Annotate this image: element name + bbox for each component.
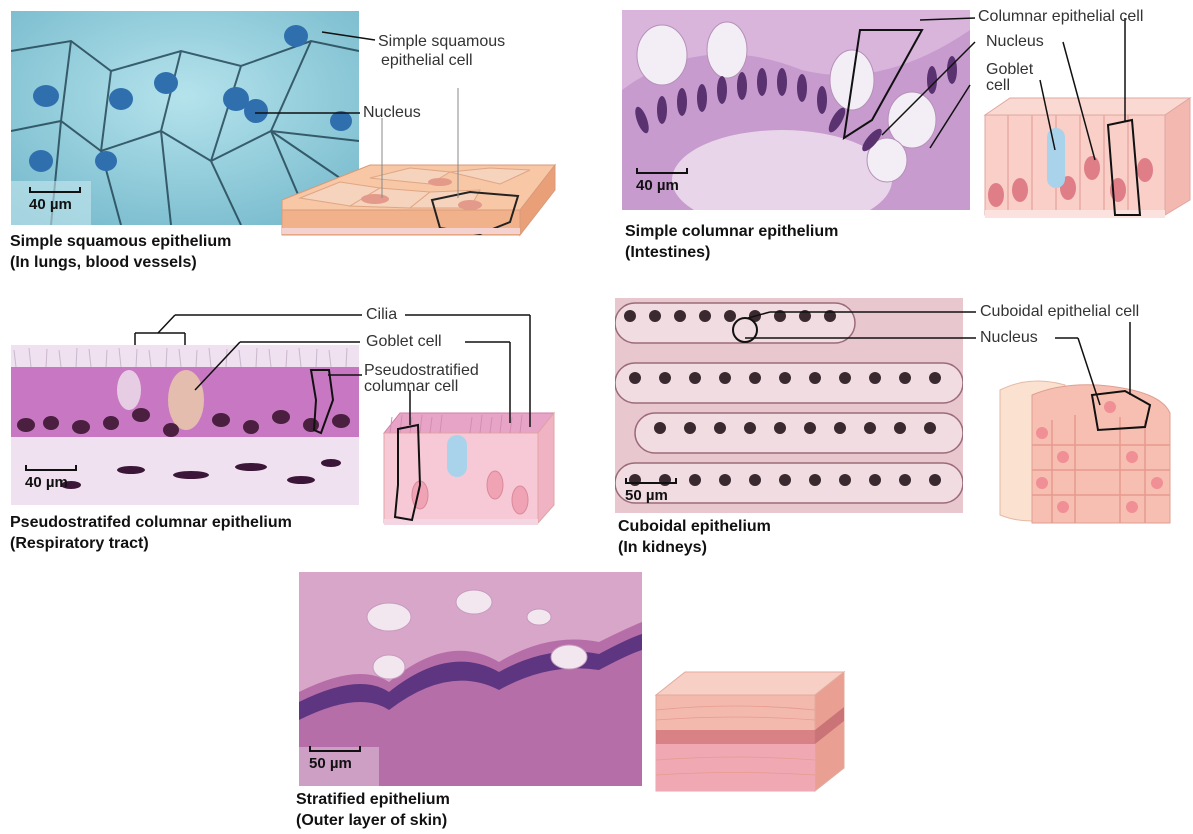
label-goblet-cell: Goblet cell	[366, 333, 442, 351]
pseudostratified-micrograph: 40 µm	[11, 345, 359, 505]
label-nucleus: Nucleus	[363, 104, 421, 122]
label-goblet-cell: Goblet cell	[986, 62, 1033, 94]
caption-simple-columnar: Simple columnar epithelium (Intestines)	[625, 221, 838, 263]
cuboidal-panel: 50 µm	[600, 295, 1193, 565]
squamous-nucleus	[33, 85, 59, 107]
stratified-panel: 50 µm Stratified epithelium (Outer layer…	[290, 570, 850, 834]
caption-stratified: Stratified epithelium (Outer layer of sk…	[296, 789, 450, 831]
cuboidal-diagram	[1000, 381, 1170, 523]
squamous-micrograph: 40 µm	[11, 11, 359, 225]
label-columnar-epithelial-cell: Columnar epithelial cell	[978, 8, 1143, 26]
columnar-diagram	[985, 98, 1190, 218]
label-nucleus: Nucleus	[986, 33, 1044, 51]
columnar-micrograph: 40 µm	[622, 10, 970, 210]
cuboidal-micrograph: 50 µm	[615, 298, 963, 513]
caption-cuboidal: Cuboidal epithelium (In kidneys)	[618, 516, 771, 558]
caption-simple-squamous: Simple squamous epithelium (In lungs, bl…	[10, 231, 231, 273]
pseudostratified-diagram	[384, 413, 554, 525]
simple-columnar-panel: 40 µm	[600, 0, 1193, 290]
label-cilia: Cilia	[366, 306, 397, 324]
pseudostratified-panel: 40 µm	[0, 295, 560, 560]
caption-pseudostratified: Pseudostratifed columnar epithelium (Res…	[10, 512, 292, 554]
stratified-diagram	[656, 672, 844, 791]
stratified-micrograph: 50 µm	[299, 572, 642, 786]
label-nucleus: Nucleus	[980, 329, 1038, 347]
label-simple-squamous-cell: Simple squamous epithelial cell	[378, 32, 505, 70]
label-pseudostratified-columnar-cell: Pseudostratified columnar cell	[364, 363, 479, 395]
simple-squamous-panel: 40 µm Simple squamous	[0, 0, 560, 290]
label-cuboidal-epithelial-cell: Cuboidal epithelial cell	[980, 303, 1139, 321]
